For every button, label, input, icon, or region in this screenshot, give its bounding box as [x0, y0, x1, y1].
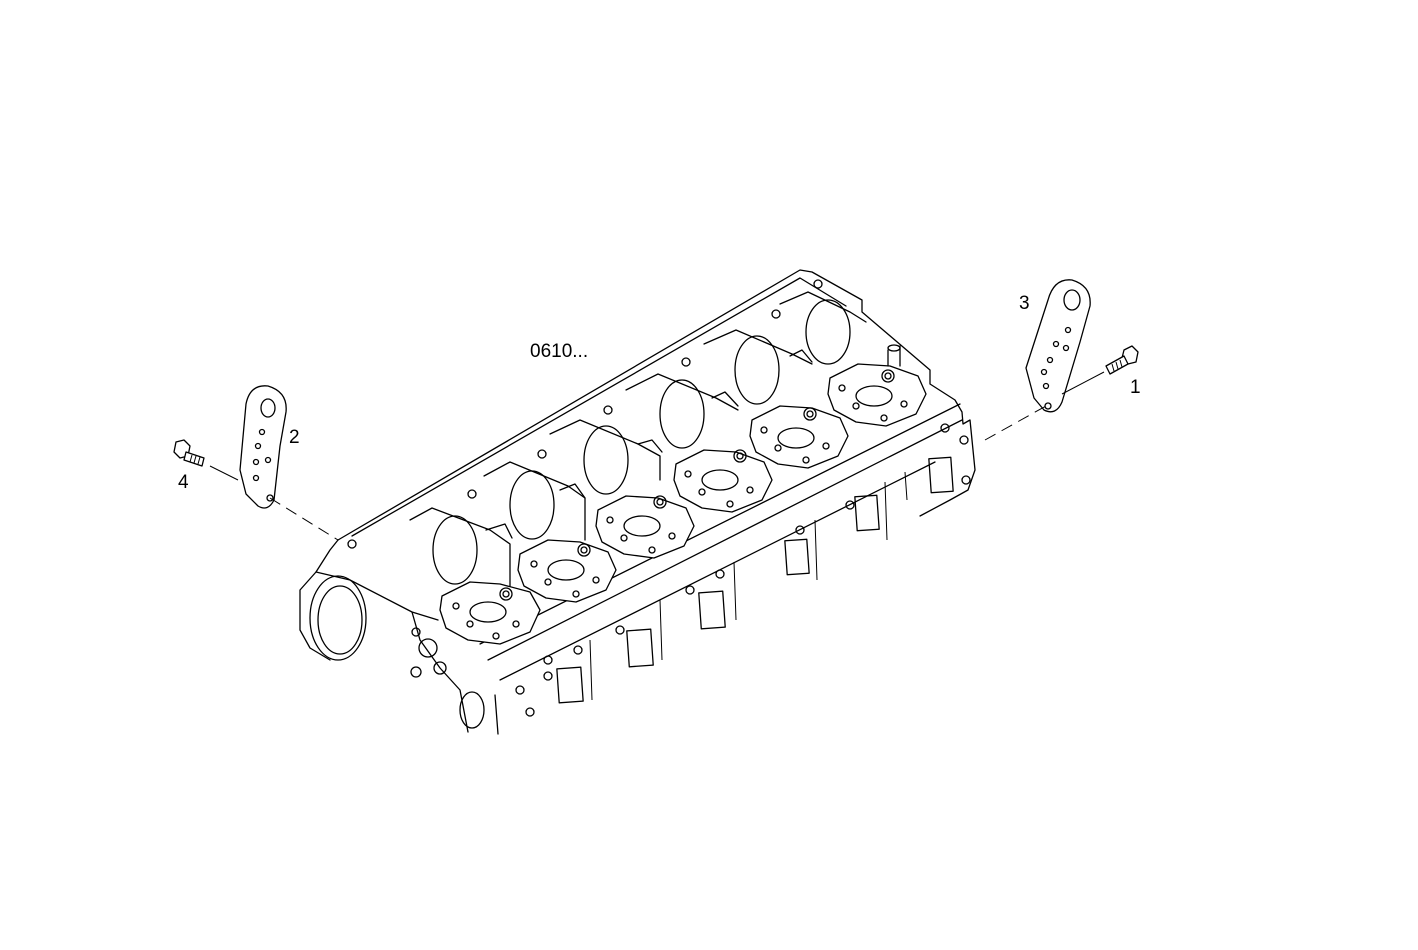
callout-4: 4	[178, 472, 189, 493]
bolt-right	[1105, 345, 1139, 375]
injector-pads	[439, 344, 927, 645]
bolt-left	[173, 439, 205, 467]
lifting-bracket-right	[1025, 279, 1091, 413]
callout-3: 3	[1019, 293, 1030, 314]
cylinder-head	[299, 269, 976, 735]
reference-label: 0610...	[530, 341, 589, 362]
callout-2: 2	[289, 427, 300, 448]
callout-1: 1	[1130, 377, 1141, 398]
lifting-bracket-left	[239, 385, 287, 509]
assembly-lines	[209, 371, 1105, 541]
